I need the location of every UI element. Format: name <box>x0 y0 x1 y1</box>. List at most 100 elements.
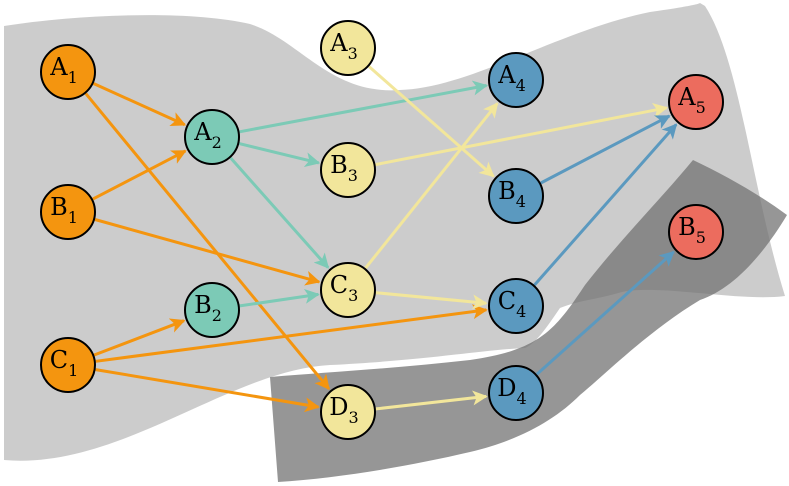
node-letter: D <box>329 393 348 421</box>
node-circle <box>320 262 376 318</box>
node-index: 3 <box>349 408 359 427</box>
edge-a3-b4 <box>368 65 495 178</box>
node-index: 5 <box>696 98 706 117</box>
node-label: A4 <box>497 61 526 95</box>
edge-a1-d3 <box>84 92 331 390</box>
node-circle <box>320 142 376 198</box>
node-circle <box>668 74 724 130</box>
regions-layer <box>4 3 787 482</box>
node-label: C4 <box>498 287 527 321</box>
node-label: C3 <box>330 271 359 305</box>
node-label: A1 <box>49 53 78 87</box>
node-index: 3 <box>348 44 358 63</box>
node-index: 1 <box>68 68 78 87</box>
node-circle <box>320 20 376 76</box>
edge-c3-c4 <box>375 291 488 310</box>
node-d4: D4 <box>488 365 544 421</box>
node-c1: C1 <box>40 337 96 393</box>
node-letter: B <box>50 193 68 221</box>
node-circle <box>40 184 96 240</box>
edge-b2-c3 <box>239 288 320 308</box>
node-label: A3 <box>329 29 358 63</box>
edge-a2-c3 <box>229 156 330 269</box>
node-index: 4 <box>516 192 526 211</box>
node-circle <box>184 282 240 338</box>
node-letter: B <box>330 151 348 179</box>
node-circle <box>184 109 240 165</box>
node-circle <box>488 168 544 224</box>
edge-c1-d3 <box>95 368 320 413</box>
node-letter: A <box>329 29 348 57</box>
node-letter: A <box>49 53 68 81</box>
edge-c4-a5 <box>533 123 678 286</box>
node-index: 2 <box>212 133 222 152</box>
node-circle <box>488 52 544 108</box>
node-a3: A3 <box>320 20 376 76</box>
node-letter: C <box>330 271 348 299</box>
node-letter: B <box>194 291 212 319</box>
edges-layer <box>84 65 678 413</box>
node-label: B1 <box>50 193 78 227</box>
node-letter: C <box>50 346 68 374</box>
node-c4: C4 <box>488 278 544 334</box>
node-index: 3 <box>348 286 358 305</box>
node-label: D3 <box>329 393 358 427</box>
node-index: 4 <box>516 302 526 321</box>
node-letter: D <box>497 374 516 402</box>
edge-c1-b2 <box>93 318 186 357</box>
node-label: D4 <box>497 374 526 408</box>
node-label: B5 <box>678 213 706 247</box>
node-letter: B <box>678 213 696 241</box>
node-index: 4 <box>516 76 526 95</box>
edge-b1-a2 <box>92 149 187 201</box>
node-letter: C <box>498 287 516 315</box>
node-circle <box>40 44 96 100</box>
edge-a1-a2 <box>92 82 187 127</box>
node-label: A2 <box>193 118 222 152</box>
node-a1: A1 <box>40 44 96 100</box>
node-a4: A4 <box>488 52 544 108</box>
edge-c3-a4 <box>364 102 499 270</box>
edge-b1-c3 <box>94 218 321 286</box>
node-circle <box>488 278 544 334</box>
node-circle <box>668 204 724 260</box>
edge-c1-c4 <box>95 304 488 363</box>
node-b5: B5 <box>668 204 724 260</box>
node-a2: A2 <box>184 109 240 165</box>
node-label: B3 <box>330 151 358 185</box>
node-c3: C3 <box>320 262 376 318</box>
node-b1: B1 <box>40 184 96 240</box>
node-letter: A <box>677 83 696 111</box>
edge-a2-a4 <box>239 80 488 134</box>
node-circle <box>488 365 544 421</box>
node-index: 1 <box>68 361 78 380</box>
node-index: 2 <box>212 306 222 325</box>
node-index: 1 <box>68 208 78 227</box>
node-letter: B <box>498 177 516 205</box>
node-label: A5 <box>677 83 706 117</box>
node-d3: D3 <box>320 384 376 440</box>
edge-b3-a5 <box>375 103 669 167</box>
node-letter: A <box>497 61 516 89</box>
dark-region <box>270 160 787 482</box>
node-index: 4 <box>517 389 527 408</box>
node-index: 3 <box>348 166 358 185</box>
node-b4: B4 <box>488 168 544 224</box>
node-label: B4 <box>498 177 526 211</box>
edge-d4-b5 <box>535 250 675 376</box>
node-b2: B2 <box>184 282 240 338</box>
node-circle <box>40 337 96 393</box>
node-circle <box>320 384 376 440</box>
node-a5: A5 <box>668 74 724 130</box>
edge-b4-a5 <box>540 114 671 185</box>
node-b3: B3 <box>320 142 376 198</box>
edge-d3-d4 <box>375 390 488 411</box>
node-label: C1 <box>50 346 79 380</box>
node-letter: A <box>193 118 212 146</box>
node-index: 5 <box>696 228 706 247</box>
edge-a2-b3 <box>238 142 321 168</box>
node-label: B2 <box>194 291 222 325</box>
